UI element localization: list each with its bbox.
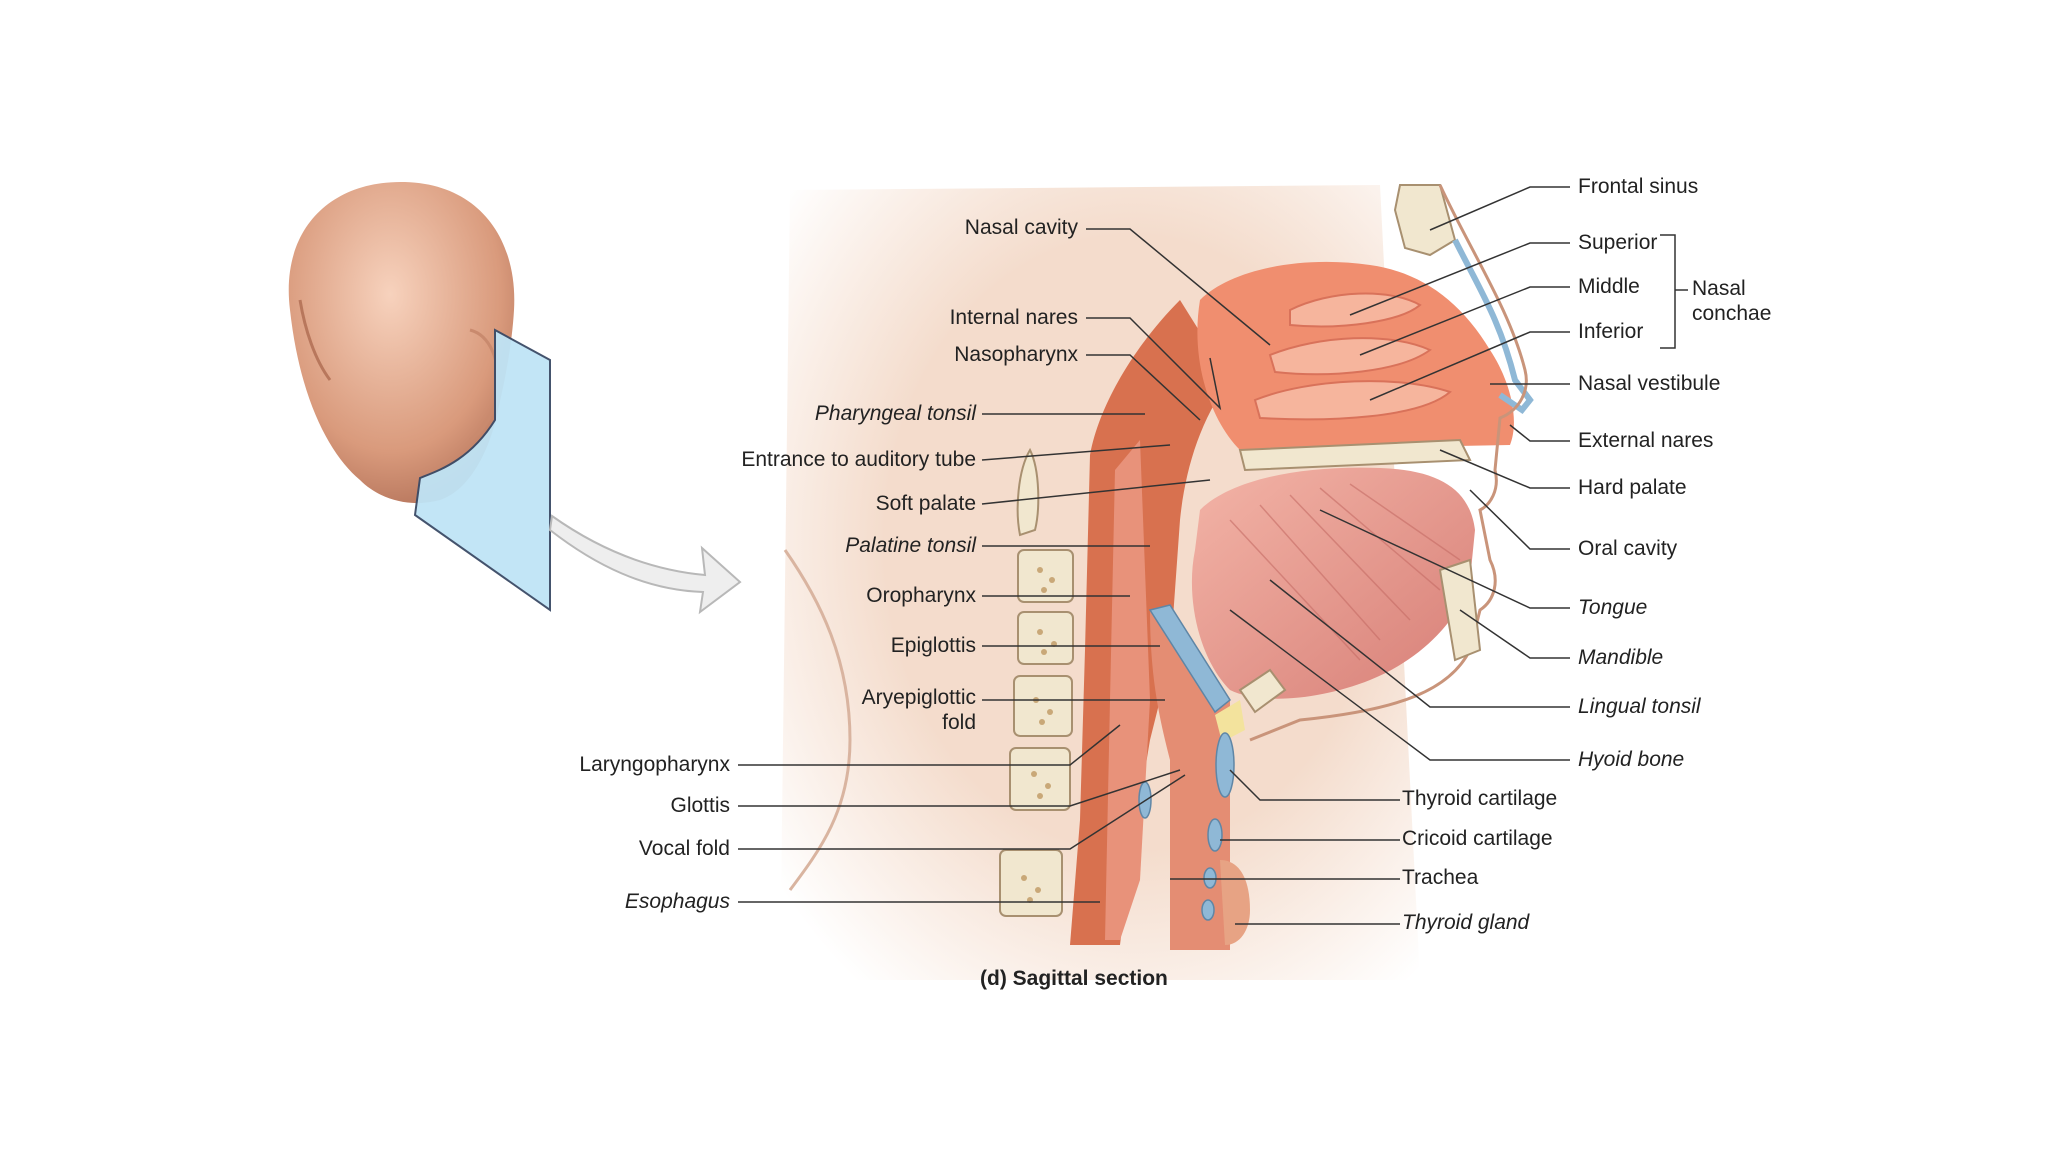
label-epiglottis: Epiglottis <box>890 634 976 657</box>
label-entrance-auditory-tube: Entrance to auditory tube <box>741 448 976 471</box>
hyoid-shape <box>1238 668 1287 714</box>
epiglottis-shape <box>1148 604 1231 714</box>
label-cricoid-cartilage: Cricoid cartilage <box>1402 827 1553 850</box>
vertebral-column <box>999 447 1074 917</box>
tongue-shape <box>1191 467 1475 699</box>
label-hard-palate: Hard palate <box>1578 476 1687 499</box>
label-trachea: Trachea <box>1402 866 1479 889</box>
label-nasal-cavity: Nasal cavity <box>964 216 1078 239</box>
label-mandible: Mandible <box>1578 646 1664 669</box>
label-middle-concha: Middle <box>1578 275 1640 298</box>
label-glottis: Glottis <box>670 794 730 817</box>
middle-concha <box>1268 337 1432 376</box>
vertebra-texture <box>1021 567 1057 903</box>
label-lingual-tonsil: Lingual tonsil <box>1578 695 1701 718</box>
figure-caption: (d) Sagittal section <box>980 967 1168 990</box>
label-aryepiglottic-fold-line1: Aryepiglottic <box>861 686 976 709</box>
label-palatine-tonsil: Palatine tonsil <box>845 534 976 557</box>
hard-palate-shape <box>1238 438 1472 472</box>
thyroid-cartilage-shape <box>1138 732 1235 921</box>
label-nasal-vestibule: Nasal vestibule <box>1578 372 1721 395</box>
arrow-icon <box>548 514 742 615</box>
label-soft-palate: Soft palate <box>875 492 976 515</box>
label-laryngopharynx: Laryngopharynx <box>579 753 730 776</box>
label-esophagus: Esophagus <box>624 890 730 913</box>
leader-lines <box>738 186 1688 925</box>
label-external-nares: External nares <box>1578 429 1714 452</box>
head-thumbnail <box>288 181 551 612</box>
label-aryepiglottic-fold-line2: fold <box>942 711 976 734</box>
label-internal-nares: Internal nares <box>949 306 1078 329</box>
label-thyroid-gland: Thyroid gland <box>1402 911 1530 934</box>
label-pharyngeal-tonsil: Pharyngeal tonsil <box>814 402 976 425</box>
label-thyroid-cartilage: Thyroid cartilage <box>1402 787 1558 810</box>
label-nasal-conchae-line1: Nasal <box>1692 277 1746 300</box>
label-frontal-sinus: Frontal sinus <box>1578 175 1699 198</box>
label-hyoid-bone: Hyoid bone <box>1578 748 1685 771</box>
label-inferior-concha: Inferior <box>1578 320 1644 343</box>
label-superior-concha: Superior <box>1578 231 1658 254</box>
label-vocal-fold: Vocal fold <box>638 837 730 860</box>
superior-concha <box>1289 292 1422 328</box>
label-oral-cavity: Oral cavity <box>1578 537 1678 560</box>
label-oropharynx: Oropharynx <box>866 584 976 607</box>
label-nasopharynx: Nasopharynx <box>954 343 1078 366</box>
label-nasal-conchae-line2: conchae <box>1692 302 1772 325</box>
inferior-concha <box>1253 380 1452 421</box>
label-tongue: Tongue <box>1578 596 1648 619</box>
face-profile <box>1249 184 1528 742</box>
